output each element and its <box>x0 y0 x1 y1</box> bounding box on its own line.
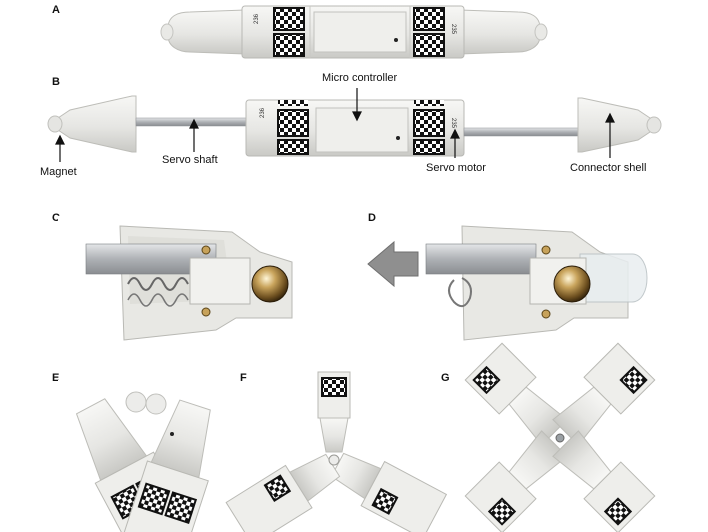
module-number-a-left: 236 <box>254 13 260 24</box>
panel-a-module <box>160 5 548 59</box>
label-servo-motor: Servo motor <box>426 162 486 174</box>
module-number-b-left: 236 <box>260 107 266 118</box>
panel-d-connector-photo <box>425 225 648 341</box>
panel-c-connector-photo <box>58 218 348 350</box>
module-number-b-right: 235 <box>450 118 456 129</box>
label-micro-controller: Micro controller <box>322 72 398 84</box>
panel-letter-c: C <box>52 212 60 224</box>
panel-letter-a: A <box>52 4 60 16</box>
panel-letter-f: F <box>240 372 247 384</box>
panel-b-module <box>47 95 662 157</box>
panel-e-photo <box>58 380 230 532</box>
annotation-arrows <box>55 88 615 162</box>
panel-f-photo <box>225 371 448 532</box>
label-connector-shell: Connector shell <box>570 162 647 174</box>
label-magnet: Magnet <box>40 166 77 178</box>
panel-letter-g: G <box>441 372 450 384</box>
direction-arrow <box>367 240 419 288</box>
module-number-a-right: 235 <box>450 24 456 35</box>
panel-letter-b: B <box>52 76 60 88</box>
panel-letter-d: D <box>368 212 376 224</box>
panel-letter-e: E <box>52 372 60 384</box>
label-servo-shaft: Servo shaft <box>162 154 218 166</box>
panel-g-photo <box>464 342 656 532</box>
